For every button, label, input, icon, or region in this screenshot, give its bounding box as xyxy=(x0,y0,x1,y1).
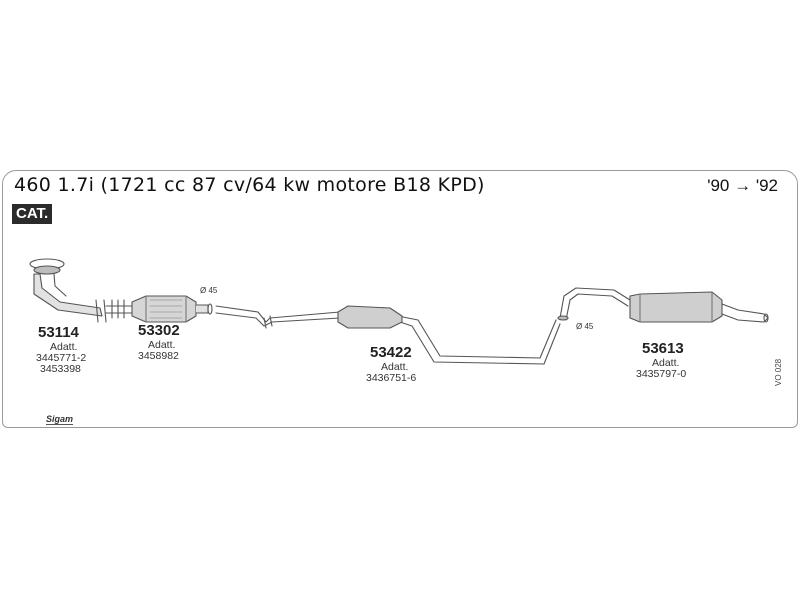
part-53114-downpipe xyxy=(29,258,107,323)
part-53422-intermediate-pipe xyxy=(215,305,561,365)
brand-logo: Sigam xyxy=(46,414,74,425)
diagram-reference-code: VO 028 xyxy=(774,358,783,386)
part-adatt-label: Adatt. xyxy=(50,341,78,353)
vehicle-title: 460 1.7i (1721 cc 87 cv/64 kw motore B18… xyxy=(14,174,485,196)
part-ref-number: 3453398 xyxy=(40,363,81,375)
part-53613-rear-silencer xyxy=(557,287,769,323)
catalyst-badge: CAT. xyxy=(12,204,53,224)
model-years: '90 → '92 xyxy=(707,176,778,195)
part-53302-catalyst xyxy=(131,295,213,323)
joint-gasket xyxy=(105,299,133,319)
part-code-53422: 53422 xyxy=(370,344,412,361)
part-code-53302: 53302 xyxy=(138,322,180,339)
diameter-label-rear: Ø 45 xyxy=(576,322,594,331)
part-adatt-label: Adatt. xyxy=(148,339,176,351)
part-ref-number: 3445771-2 xyxy=(36,352,87,364)
diagram-frame xyxy=(2,170,798,428)
part-code-53114: 53114 xyxy=(38,324,79,341)
part-adatt-label: Adatt. xyxy=(381,361,409,373)
diameter-label-front: Ø 45 xyxy=(200,286,218,295)
part-ref-number: 3458982 xyxy=(138,350,179,362)
part-adatt-label: Adatt. xyxy=(652,357,680,369)
part-ref-number: 3435797-0 xyxy=(636,368,687,380)
part-code-53613: 53613 xyxy=(642,340,684,357)
part-ref-number: 3436751-6 xyxy=(366,372,417,384)
